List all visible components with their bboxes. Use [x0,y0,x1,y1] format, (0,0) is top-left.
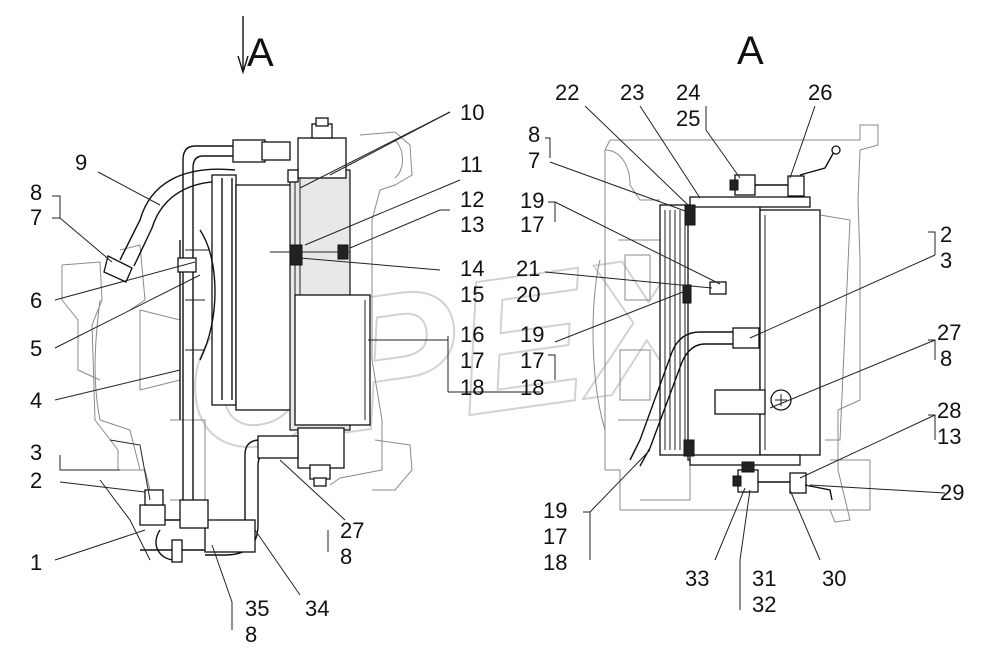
label-29: 29 [940,480,964,505]
label-15: 15 [460,282,484,307]
label-19c: 19 [543,498,567,523]
label-25: 25 [676,106,700,131]
label-2b: 2 [940,222,952,247]
label-27: 27 [340,518,364,543]
label-27b: 27 [937,320,961,345]
label-26: 26 [808,80,832,105]
label-18b: 18 [520,375,544,400]
label-4: 4 [30,388,42,413]
label-33: 33 [685,566,709,591]
label-34: 34 [305,596,329,621]
label-22: 22 [555,80,579,105]
right-leader-lines [544,105,946,610]
label-8e: 8 [940,346,952,371]
label-8b: 8 [340,544,352,569]
label-18: 18 [460,375,484,400]
label-16: 16 [460,322,484,347]
label-3b: 3 [940,248,952,273]
view-a-left-title: A [247,31,274,75]
label-3: 3 [30,440,42,465]
label-17a: 17 [520,212,544,237]
label-11: 11 [460,152,483,177]
label-6: 6 [30,288,42,313]
view-arrow [237,16,249,75]
label-12: 12 [460,187,484,212]
left-view-drawing [61,117,413,563]
label-23: 23 [620,80,644,105]
right-view-drawing [592,124,879,523]
label-8c: 8 [245,622,257,647]
label-20: 20 [516,282,540,307]
label-17: 17 [460,348,484,373]
right-part-labels: 22 23 24 25 26 8 7 19 17 21 20 19 17 18 … [516,80,964,617]
label-1: 1 [30,550,42,575]
label-14: 14 [460,256,484,281]
label-2: 2 [30,468,42,493]
label-7b: 7 [528,148,540,173]
label-30: 30 [822,566,846,591]
label-7: 7 [30,205,42,230]
label-10: 10 [460,100,484,125]
label-17b: 17 [520,348,544,373]
label-13b: 13 [937,424,961,449]
left-part-labels: 9 8 7 6 5 4 3 2 1 10 11 12 13 14 15 16 1… [30,100,484,647]
view-a-right-title: A [737,29,764,73]
label-19a: 19 [520,188,544,213]
label-35: 35 [245,596,269,621]
left-leader-lines [52,111,540,630]
label-9: 9 [75,150,87,175]
label-5: 5 [30,336,42,361]
label-18c: 18 [543,550,567,575]
label-19b: 19 [520,322,544,347]
label-31: 31 [752,566,776,591]
label-8d: 8 [528,122,540,147]
label-8: 8 [30,180,42,205]
label-24: 24 [676,80,700,105]
label-28: 28 [937,398,961,423]
label-32: 32 [752,592,776,617]
label-13: 13 [460,212,484,237]
label-17c: 17 [543,524,567,549]
label-21: 21 [516,256,540,281]
